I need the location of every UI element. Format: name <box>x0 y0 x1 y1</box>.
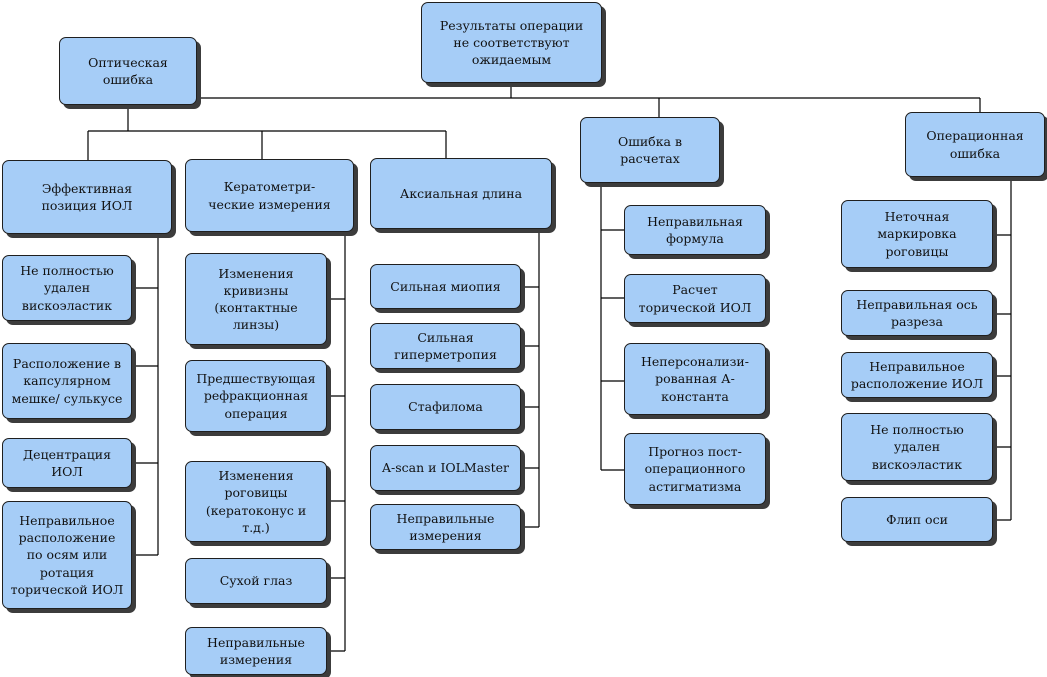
root-label: Результаты операции не соответствуют ожи… <box>439 17 584 68</box>
decentration-label: Децентрация ИОЛ <box>23 446 111 479</box>
prior-refractive-label: Предшествующая рефракционная операция <box>196 371 316 421</box>
viscoelastic-label: Не полностью удален вискоэластик <box>20 263 114 313</box>
dry-eye-node: Сухой глаз <box>185 558 327 604</box>
axial-wrong-measurements-label: Неправильные измерения <box>396 510 495 543</box>
capsular-position-node: Расположение в капсулярном мешке/ сульку… <box>2 343 132 419</box>
axial-wrong-measurements-node: Неправильные измерения <box>370 504 521 550</box>
keratometry-label: Кератометри- ческие измерения <box>208 179 331 212</box>
kerato-wrong-measurements-label: Неправильные измерения <box>207 634 305 667</box>
cornea-marking-node: Неточная маркировка роговицы <box>841 200 993 268</box>
iol-placement-label: Неправильное расположение ИОЛ <box>850 358 984 391</box>
kerato-wrong-measurements-node: Неправильные измерения <box>185 627 327 675</box>
high-hyperopia-label: Сильная гиперметропия <box>394 329 497 362</box>
astigmatism-forecast-label: Прогноз пост- операционного астигматизма <box>644 444 746 494</box>
iol-placement-node: Неправильное расположение ИОЛ <box>841 352 993 398</box>
astigmatism-forecast-node: Прогноз пост- операционного астигматизма <box>624 433 766 505</box>
calc-error-label: Ошибка в расчетах <box>617 133 682 166</box>
axis-flip-node: Флип оси <box>841 497 993 542</box>
axial-length-node: Аксиальная длина <box>370 158 552 229</box>
axis-flip-label: Флип оси <box>886 511 948 527</box>
keratometry-node: Кератометри- ческие измерения <box>185 159 354 232</box>
viscoelastic-2-node: Не полностью удален вискоэластик <box>841 413 993 481</box>
optical-error-node: Оптическая ошибка <box>59 37 197 105</box>
axis-rotation-label: Неправильное расположение по осям или ро… <box>10 512 124 597</box>
wrong-formula-node: Неправильная формула <box>624 205 766 255</box>
root-node: Результаты операции не соответствуют ожи… <box>421 2 602 83</box>
toric-calc-node: Расчет торической ИОЛ <box>624 274 766 323</box>
high-myopia-label: Сильная миопия <box>390 278 501 294</box>
viscoelastic-node: Не полностью удален вискоэластик <box>2 255 132 321</box>
wrong-axis-node: Неправильная ось разреза <box>841 290 993 336</box>
prior-refractive-node: Предшествующая рефракционная операция <box>185 360 327 432</box>
staphyloma-label: Стафилома <box>408 399 483 415</box>
axial-length-label: Аксиальная длина <box>399 185 523 201</box>
surgical-error-label: Операционная ошибка <box>926 128 1024 161</box>
wrong-formula-label: Неправильная формула <box>647 213 743 246</box>
viscoelastic-2-label: Не полностью удален вискоэластик <box>870 422 964 472</box>
capsular-position-label: Расположение в капсулярном мешке/ сульку… <box>11 356 123 406</box>
toric-calc-label: Расчет торической ИОЛ <box>638 282 752 315</box>
cornea-changes-label: Изменения роговицы (кератоконус и т.д.) <box>205 468 307 535</box>
staphyloma-node: Стафилома <box>370 384 521 430</box>
surgical-error-node: Операционная ошибка <box>905 112 1045 177</box>
curvature-changes-node: Изменения кривизны (контактные линзы) <box>185 253 327 345</box>
cornea-changes-node: Изменения роговицы (кератоконус и т.д.) <box>185 461 327 542</box>
high-myopia-node: Сильная миопия <box>370 264 521 309</box>
high-hyperopia-node: Сильная гиперметропия <box>370 323 521 369</box>
a-constant-node: Неперсонализи- рованная А- константа <box>624 343 766 415</box>
curvature-changes-label: Изменения кривизны (контактные линзы) <box>214 265 298 333</box>
a-constant-label: Неперсонализи- рованная А- константа <box>641 354 749 404</box>
axis-rotation-node: Неправильное расположение по осям или ро… <box>2 501 132 609</box>
effective-position-node: Эффективная позиция ИОЛ <box>2 160 172 234</box>
optical-error-label: Оптическая ошибка <box>88 54 168 87</box>
effective-position-label: Эффективная позиция ИОЛ <box>41 180 133 213</box>
calc-error-node: Ошибка в расчетах <box>580 117 720 183</box>
ascan-label: A-scan и IOLMaster <box>382 460 509 476</box>
ascan-node: A-scan и IOLMaster <box>370 445 521 491</box>
wrong-axis-label: Неправильная ось разреза <box>856 296 978 329</box>
decentration-node: Децентрация ИОЛ <box>2 438 132 488</box>
cornea-marking-label: Неточная маркировка роговицы <box>877 209 957 259</box>
dry-eye-label: Сухой глаз <box>219 573 293 589</box>
